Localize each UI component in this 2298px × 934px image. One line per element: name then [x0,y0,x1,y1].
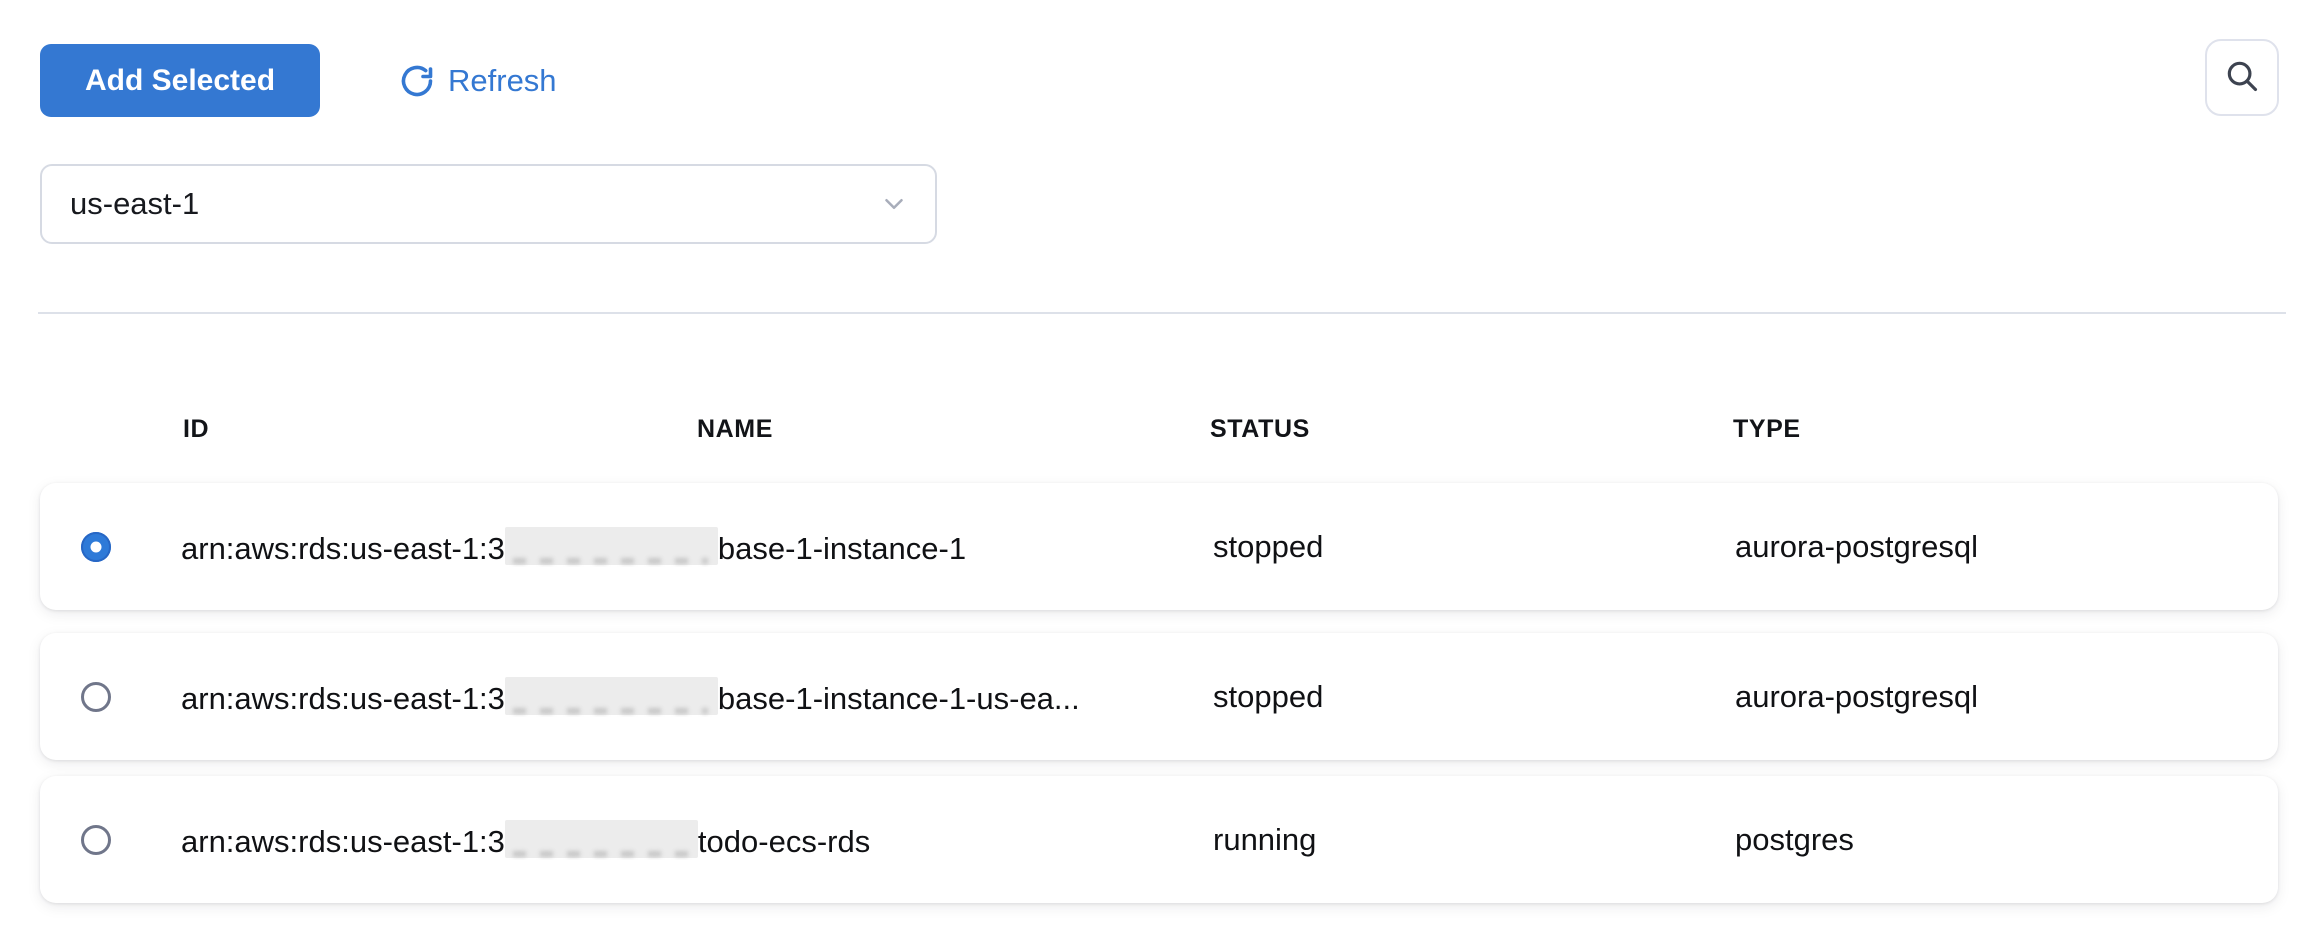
redacted-account-id [504,676,718,715]
chevron-down-icon [879,189,909,219]
instance-type: aurora-postgresql [1735,528,1978,564]
instance-type: aurora-postgresql [1735,678,1978,714]
region-dropdown[interactable]: us-east-1 [40,164,937,244]
refresh-icon [399,63,435,99]
instance-type: postgres [1735,821,1854,857]
radio-selected[interactable] [81,531,111,562]
add-selected-button[interactable]: Add Selected [40,44,321,117]
region-dropdown-value: us-east-1 [70,186,200,221]
refresh-label: Refresh [448,62,557,98]
column-header-name: NAME [697,415,774,443]
table-header: ID NAME STATUS TYPE [0,415,2298,447]
section-divider [38,312,2286,314]
instance-status: stopped [1213,678,1324,714]
redacted-account-id [504,526,718,565]
radio-unselected[interactable] [81,681,111,712]
column-header-status: STATUS [1210,415,1310,443]
column-header-id: ID [183,415,210,443]
search-button[interactable] [2205,39,2279,116]
redacted-account-id [504,819,698,858]
instance-status: stopped [1213,528,1324,564]
column-header-type: TYPE [1733,415,1801,443]
instance-status: running [1213,821,1317,857]
refresh-button[interactable]: Refresh [399,44,557,117]
radio-unselected[interactable] [81,824,111,855]
search-icon [2223,57,2261,98]
